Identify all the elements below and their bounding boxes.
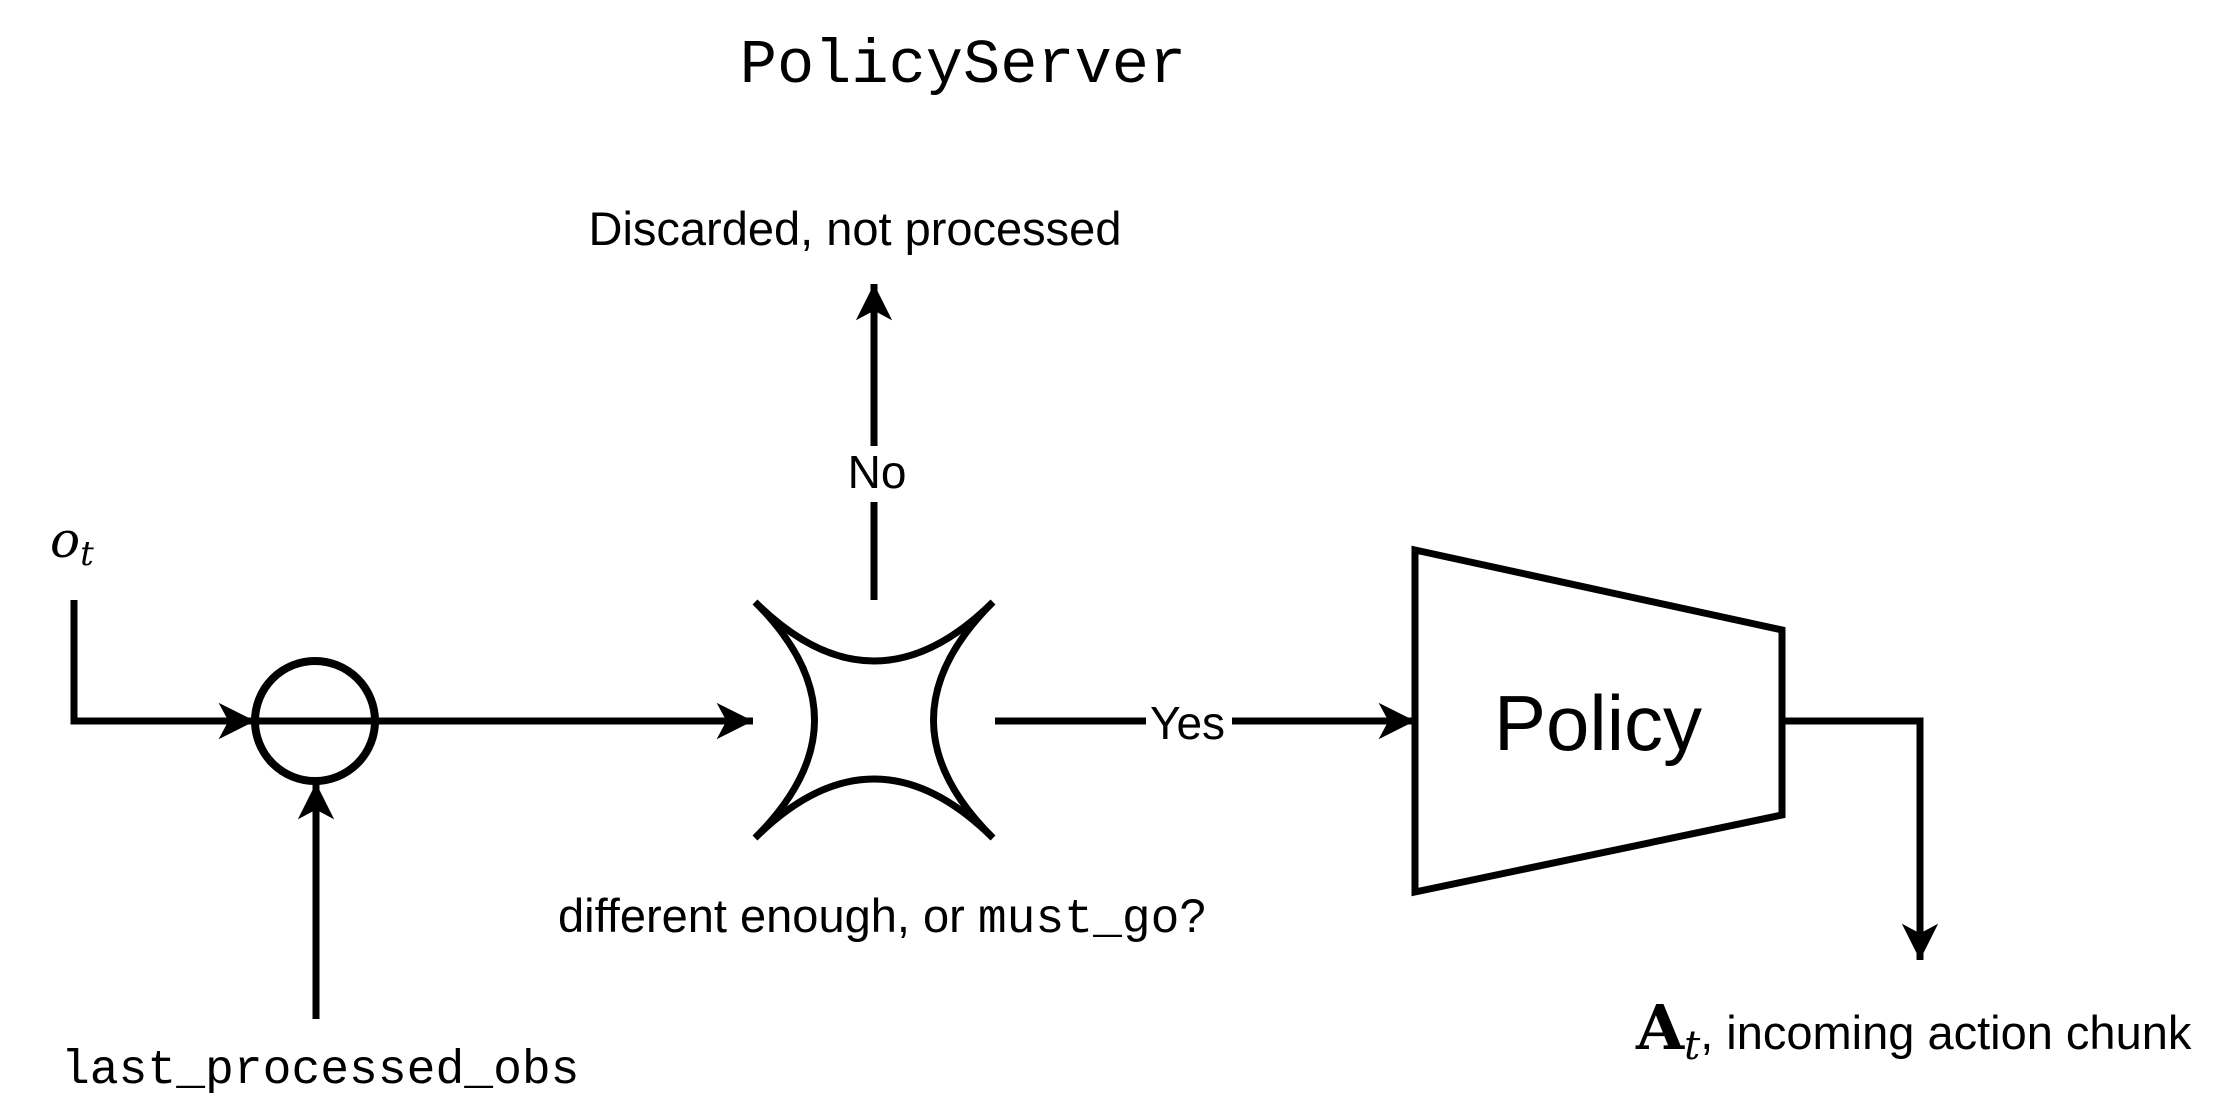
policy-trapezoid-node (1411, 545, 1786, 897)
action-chunk-label: At, incoming action chunk (1635, 991, 2192, 1069)
action-output-arrow (1782, 717, 1939, 961)
observation-input-arrow (70, 600, 256, 740)
observation-label: ot (50, 511, 94, 574)
no-branch-label: No (848, 446, 907, 498)
yes-branch-label: Yes (1150, 697, 1225, 749)
memory-label: last_processed_obs (61, 1044, 579, 1098)
discard-label: Discarded, not processed (589, 202, 1122, 255)
decision-star-node (752, 599, 996, 841)
policy-label: Policy (1494, 679, 1702, 767)
decision-question-label: different enough, or must_go? (558, 889, 1206, 947)
page-title: PolicyServer (740, 30, 1186, 101)
